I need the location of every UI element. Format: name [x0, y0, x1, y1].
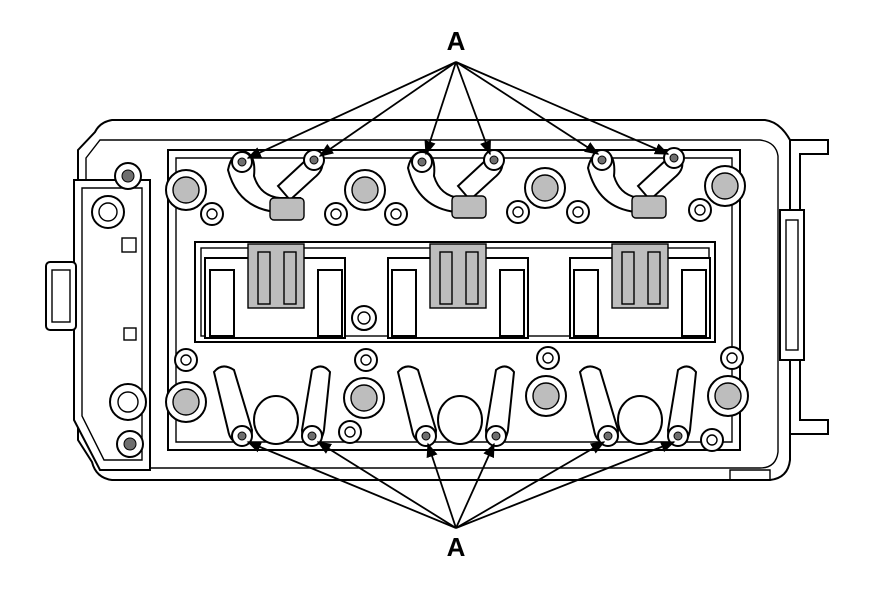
- top-callout-arrows: [246, 61, 670, 159]
- callout-arrow: [455, 61, 670, 155]
- cam-bay-1: [204, 243, 346, 339]
- hex-bolt: [704, 165, 746, 207]
- hex-bolt: [524, 167, 566, 209]
- hex-bolt: [707, 375, 749, 417]
- hex-bolt: [165, 169, 207, 211]
- small-bolt: [114, 162, 142, 190]
- bottom-callout-arrows: [246, 441, 676, 529]
- right-end-bracket: [729, 139, 829, 481]
- bottom-rocker-arms: [212, 365, 698, 447]
- small-bolt: [720, 346, 744, 370]
- small-bolt: [174, 348, 198, 372]
- cam-bay-2: [387, 243, 529, 339]
- callout-arrow: [455, 61, 600, 155]
- hex-bolt: [165, 381, 207, 423]
- callout-arrow: [246, 61, 457, 159]
- bottom-bolt-row: [116, 346, 749, 458]
- top-bolt-row: [114, 162, 746, 226]
- callout-label-top: A: [447, 26, 466, 56]
- small-bolt: [324, 202, 348, 226]
- callout-arrow: [424, 61, 457, 156]
- small-bolt: [506, 200, 530, 224]
- callout-label-bottom: A: [447, 532, 466, 562]
- small-bolt: [384, 202, 408, 226]
- callout-arrow: [318, 61, 457, 157]
- rocker-arm-top-1: [226, 149, 325, 221]
- small-bolt: [354, 348, 378, 372]
- small-bolt: [116, 430, 144, 458]
- rocker-arm-top-2: [406, 149, 505, 219]
- small-bolt: [536, 346, 560, 370]
- small-bolt: [338, 420, 362, 444]
- small-bolt: [700, 428, 724, 452]
- callout-arrow: [316, 441, 457, 529]
- callout-arrow: [246, 441, 457, 529]
- small-bolt: [566, 200, 590, 224]
- camshaft-journal-area: [194, 241, 716, 343]
- rocker-arm-top-3: [586, 147, 685, 219]
- hex-bolt: [344, 169, 386, 211]
- callout-arrow: [426, 442, 457, 529]
- callout-arrow: [455, 442, 495, 529]
- small-bolt: [200, 202, 224, 226]
- left-end-plate: [45, 179, 151, 471]
- rocker-arm-bottom-3: [578, 365, 698, 447]
- top-rocker-arms: [226, 147, 685, 221]
- callout-arrow: [455, 441, 606, 529]
- rocker-arm-bottom-1: [212, 365, 332, 447]
- cam-bay-3: [569, 243, 711, 339]
- hex-bolt: [343, 377, 385, 419]
- callout-arrow: [455, 61, 491, 156]
- hex-bolt: [525, 375, 567, 417]
- small-bolt: [688, 198, 712, 222]
- rocker-arm-bottom-2: [396, 365, 516, 447]
- callout-arrow: [455, 441, 676, 529]
